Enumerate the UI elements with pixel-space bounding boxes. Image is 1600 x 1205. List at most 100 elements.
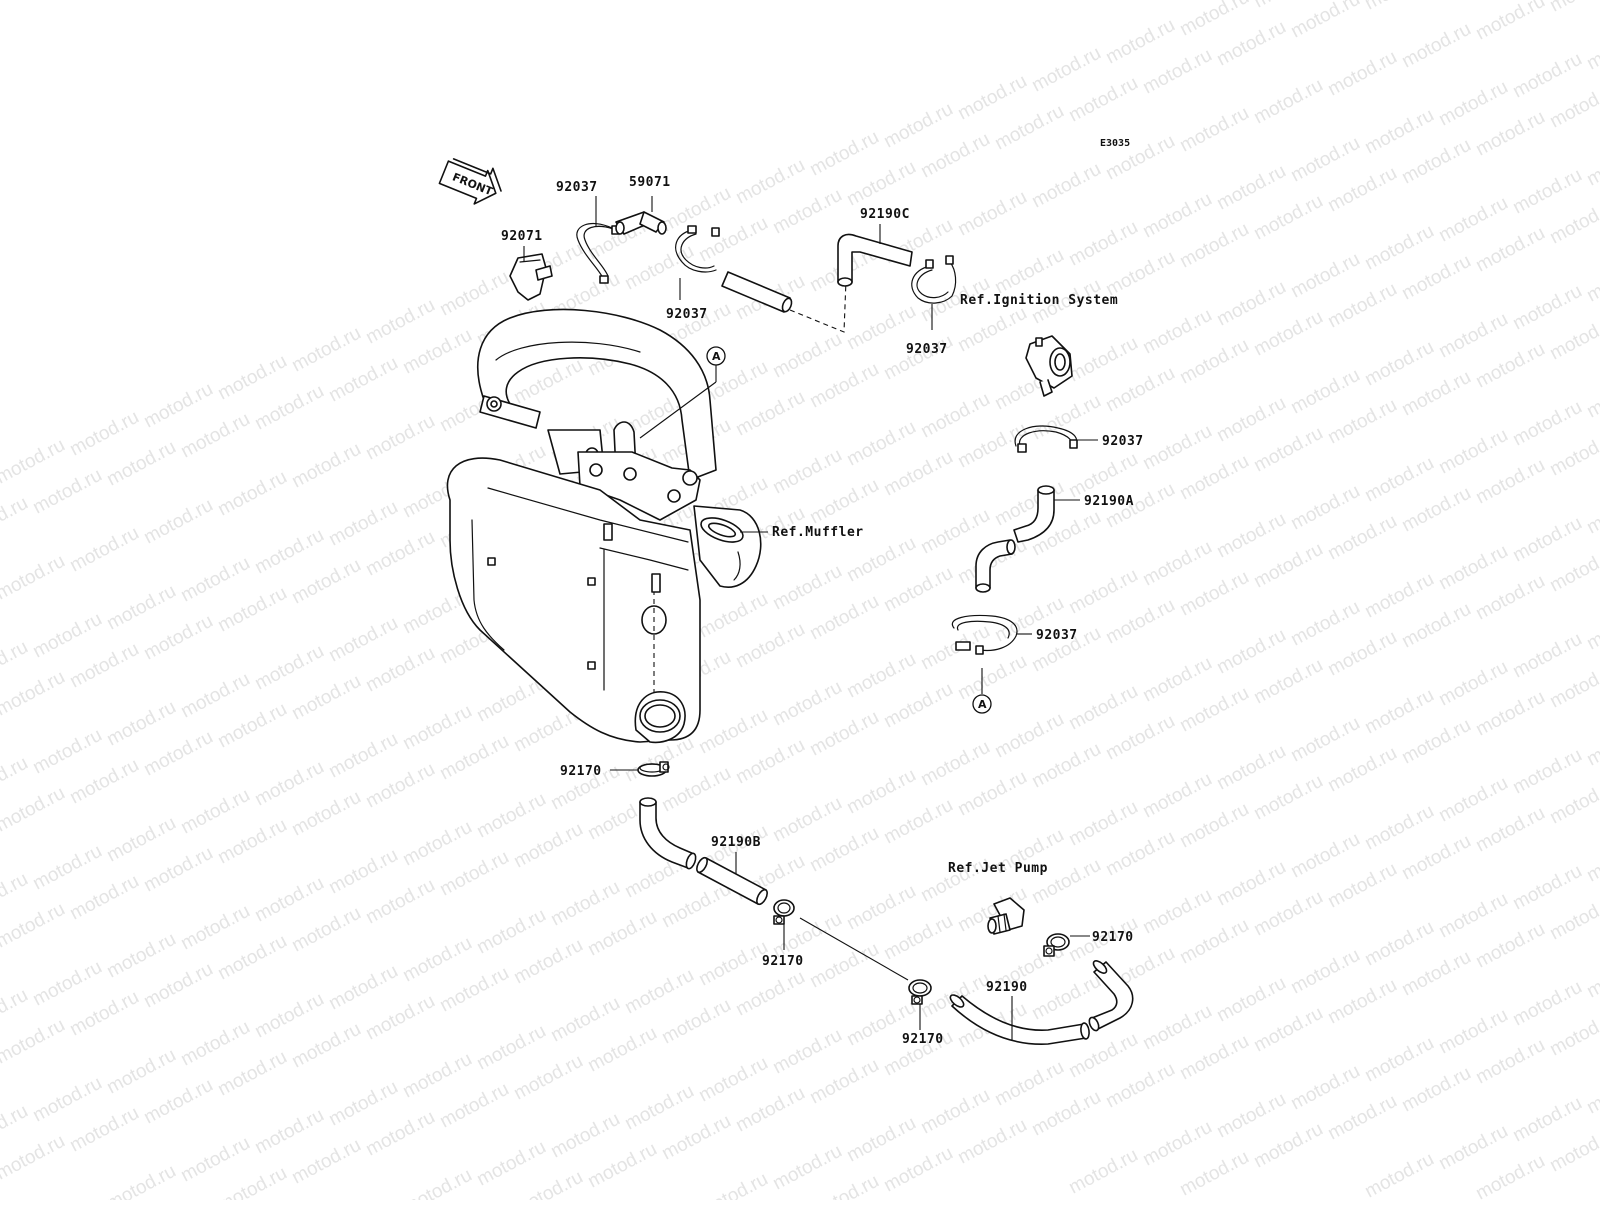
watermark-text: motod.ru bbox=[1472, 919, 1548, 973]
watermark-text: motod.ru bbox=[1287, 945, 1363, 999]
watermark-text: motod.ru bbox=[1398, 1063, 1474, 1117]
watermark-text: motod.ru bbox=[362, 991, 438, 1045]
watermark-text: motod.ru bbox=[1102, 711, 1178, 765]
watermark-text: motod.ru bbox=[1583, 1065, 1600, 1119]
watermark-text: motod.ru bbox=[140, 1075, 216, 1129]
watermark-text: motod.ru bbox=[991, 477, 1067, 531]
watermark-text: motod.ru bbox=[1472, 0, 1548, 44]
watermark-text: motod.ru bbox=[66, 871, 142, 925]
watermark-text: motod.ru bbox=[362, 295, 438, 349]
watermark-text: motod.ru bbox=[103, 929, 179, 983]
label-59071: 59071 bbox=[629, 175, 671, 190]
watermark-text: motod.ru bbox=[66, 523, 142, 577]
watermark-text: motod.ru bbox=[66, 1103, 142, 1157]
watermark-text: motod.ru bbox=[806, 127, 882, 181]
watermark-text: motod.ru bbox=[732, 967, 808, 1021]
watermark-text: motod.ru bbox=[29, 609, 105, 663]
watermark-text: motod.ru bbox=[1324, 395, 1400, 449]
watermark-text: motod.ru bbox=[1324, 975, 1400, 1029]
watermark-text: motod.ru bbox=[880, 795, 956, 849]
label-92170: 92170 bbox=[1092, 930, 1134, 945]
watermark-text: motod.ru bbox=[251, 381, 327, 435]
watermark-text: motod.ru bbox=[1472, 223, 1548, 277]
leader-lines bbox=[523, 196, 1098, 1040]
watermark-text: motod.ru bbox=[1028, 739, 1104, 793]
watermark-text: motod.ru bbox=[1250, 887, 1326, 941]
part-92071-bolt bbox=[509, 253, 553, 301]
part-92037-clamp bbox=[675, 225, 720, 273]
watermark-text: motod.ru bbox=[1250, 307, 1326, 361]
watermark-text: motod.ru bbox=[251, 757, 327, 811]
watermark-text: motod.ru bbox=[1398, 947, 1474, 1001]
hose-elbow-lower bbox=[639, 797, 697, 870]
watermark-text: motod.ru bbox=[214, 351, 290, 405]
watermark-text: motod.ru bbox=[362, 527, 438, 581]
watermark-text: motod.ru bbox=[66, 755, 142, 809]
watermark-text: motod.ru bbox=[1176, 219, 1252, 273]
callout-a-text: A bbox=[978, 698, 987, 711]
watermark-text: motod.ru bbox=[362, 411, 438, 465]
watermark-text: motod.ru bbox=[325, 729, 401, 783]
watermark-text: motod.ru bbox=[1287, 133, 1363, 187]
watermark-text: motod.ru bbox=[66, 987, 142, 1041]
watermark-text: motod.ru bbox=[1324, 859, 1400, 913]
watermark-text: motod.ru bbox=[880, 679, 956, 733]
watermark-text: motod.ru bbox=[325, 1077, 401, 1131]
watermark-text: motod.ru bbox=[843, 765, 919, 819]
watermark-text: motod.ru bbox=[658, 995, 734, 1049]
watermark-text: motod.ru bbox=[1176, 103, 1252, 157]
watermark-text: motod.ru bbox=[843, 649, 919, 703]
watermark-text: motod.ru bbox=[214, 1163, 290, 1200]
watermark-text: motod.ru bbox=[1102, 827, 1178, 881]
watermark-text: motod.ru bbox=[214, 699, 290, 753]
watermark-text: motod.ru bbox=[1250, 1003, 1326, 1057]
watermark-text: motod.ru bbox=[251, 1105, 327, 1159]
watermark-text: motod.ru bbox=[732, 155, 808, 209]
watermark-text: motod.ru bbox=[1361, 0, 1437, 14]
watermark-text: motod.ru bbox=[1509, 513, 1585, 567]
watermark-text: motod.ru bbox=[1028, 1087, 1104, 1141]
watermark-text: motod.ru bbox=[1324, 511, 1400, 565]
watermark-text: motod.ru bbox=[288, 787, 364, 841]
watermark-text: motod.ru bbox=[806, 359, 882, 413]
watermark-text: motod.ru bbox=[1509, 49, 1585, 103]
watermark-text: motod.ru bbox=[917, 1085, 993, 1139]
watermark-text: motod.ru bbox=[954, 71, 1030, 125]
watermark-text: motod.ru bbox=[584, 1139, 660, 1193]
part-92190a-hose bbox=[975, 485, 1055, 593]
watermark-text: motod.ru bbox=[880, 99, 956, 153]
watermark-text: motod.ru bbox=[1139, 1001, 1215, 1055]
watermark-text: motod.ru bbox=[954, 303, 1030, 357]
watermark-text: motod.ru bbox=[325, 497, 401, 551]
watermark-text: motod.ru bbox=[1213, 393, 1289, 447]
watermark-text: motod.ru bbox=[103, 437, 179, 491]
watermark-text: motod.ru bbox=[1435, 541, 1511, 595]
watermark-text: motod.ru bbox=[1065, 333, 1141, 387]
watermark-text: motod.ru bbox=[1546, 427, 1600, 481]
part-92170-hose-clamp bbox=[1043, 933, 1070, 957]
watermark-text: motod.ru bbox=[1324, 47, 1400, 101]
watermark-text: motod.ru bbox=[1324, 627, 1400, 681]
watermark-text: motod.ru bbox=[362, 759, 438, 813]
watermark-text: motod.ru bbox=[547, 993, 623, 1047]
watermark-text: motod.ru bbox=[991, 709, 1067, 763]
watermark-text: motod.ru bbox=[1435, 77, 1511, 131]
label-92190a: 92190A bbox=[1084, 494, 1134, 509]
watermark-text: motod.ru bbox=[0, 1131, 69, 1185]
watermark-text: motod.ru bbox=[140, 611, 216, 665]
watermark-text: motod.ru bbox=[880, 563, 956, 617]
watermark-text: motod.ru bbox=[769, 1141, 845, 1195]
part-59071-elbow bbox=[615, 211, 667, 235]
watermark-text: motod.ru bbox=[29, 725, 105, 779]
watermark-text: motod.ru bbox=[1250, 75, 1326, 129]
watermark-text: motod.ru bbox=[436, 1079, 512, 1133]
watermark-text: motod.ru bbox=[1361, 221, 1437, 275]
watermark-text: motod.ru bbox=[1546, 659, 1600, 713]
watermark-text: motod.ru bbox=[1546, 891, 1600, 945]
watermark-text: motod.ru bbox=[806, 1055, 882, 1109]
watermark-text: motod.ru bbox=[1546, 1123, 1600, 1177]
watermark-text: motod.ru bbox=[1139, 421, 1215, 475]
watermark-text: motod.ru bbox=[177, 1017, 253, 1071]
watermark-text: motod.ru bbox=[29, 957, 105, 1011]
